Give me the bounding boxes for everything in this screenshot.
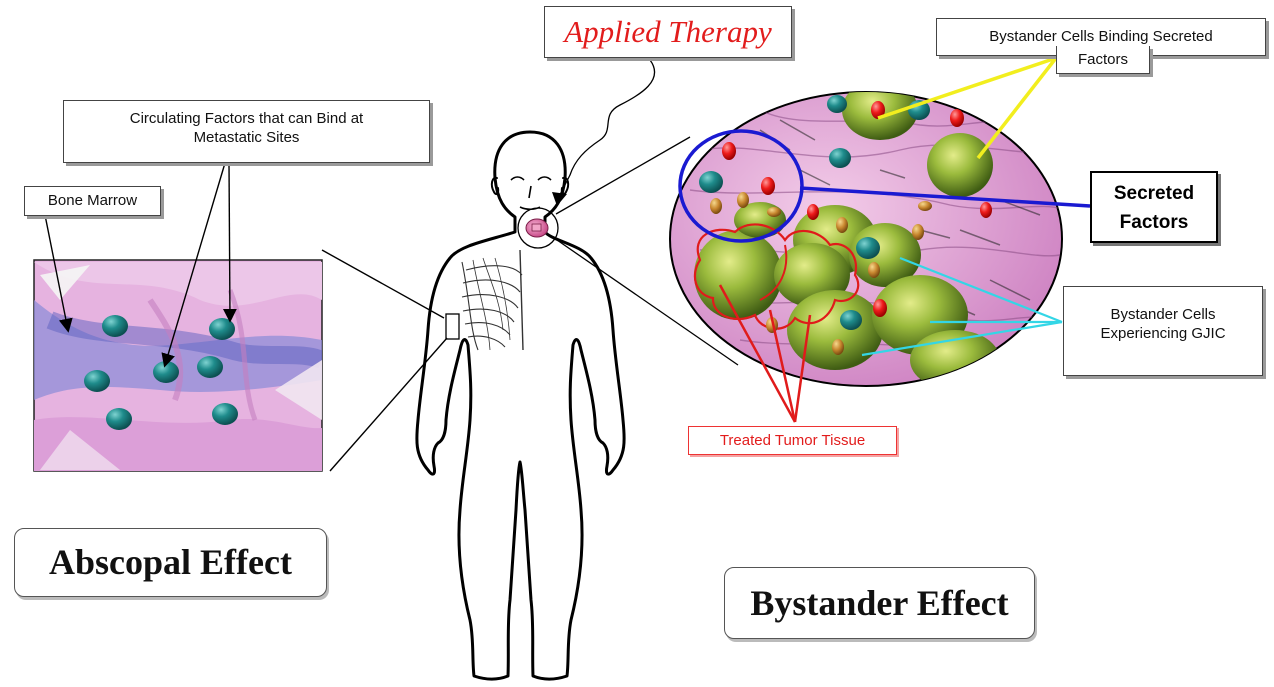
therapy-arrowhead	[552, 192, 567, 206]
secreted-factors-line1: Secreted	[1092, 179, 1216, 208]
bystander-gjic-line2: Experiencing GJIC	[1070, 324, 1256, 343]
throat-tumor	[518, 208, 558, 248]
bystander-gjic-label: Bystander Cells Experiencing GJIC	[1063, 286, 1263, 376]
circulating-factors-line1: Circulating Factors that can Bind at	[70, 109, 423, 128]
ribcage-sketch	[462, 250, 523, 350]
bystander-binding-label-tail: Factors	[1056, 46, 1150, 74]
therapy-arrow	[560, 60, 655, 195]
bone-marrow-micrograph	[34, 260, 322, 471]
bone-marrow-text: Bone Marrow	[29, 191, 156, 210]
secreted-factors-label: Secreted Factors	[1090, 171, 1218, 243]
abscopal-effect-title: Abscopal Effect	[14, 528, 327, 597]
human-body-outline	[417, 132, 624, 679]
circulating-factors-line2: Metastatic Sites	[70, 128, 423, 147]
bystander-binding-line2: Factors	[1057, 50, 1149, 69]
applied-therapy-label: Applied Therapy	[544, 6, 792, 58]
face-features	[511, 177, 551, 209]
bystander-gjic-line1: Bystander Cells	[1070, 305, 1256, 324]
bone-marrow-label: Bone Marrow	[24, 186, 161, 216]
secreted-factors-line2: Factors	[1092, 208, 1216, 237]
circulating-factors-label: Circulating Factors that can Bind at Met…	[63, 100, 430, 163]
marrow-sample-box	[446, 314, 459, 339]
tumor-tissue-magnified	[670, 80, 1065, 390]
bystander-binding-line1: Bystander Cells Binding Secreted	[943, 27, 1259, 46]
bystander-effect-title: Bystander Effect	[724, 567, 1035, 639]
treated-tumor-label: Treated Tumor Tissue	[688, 426, 897, 455]
